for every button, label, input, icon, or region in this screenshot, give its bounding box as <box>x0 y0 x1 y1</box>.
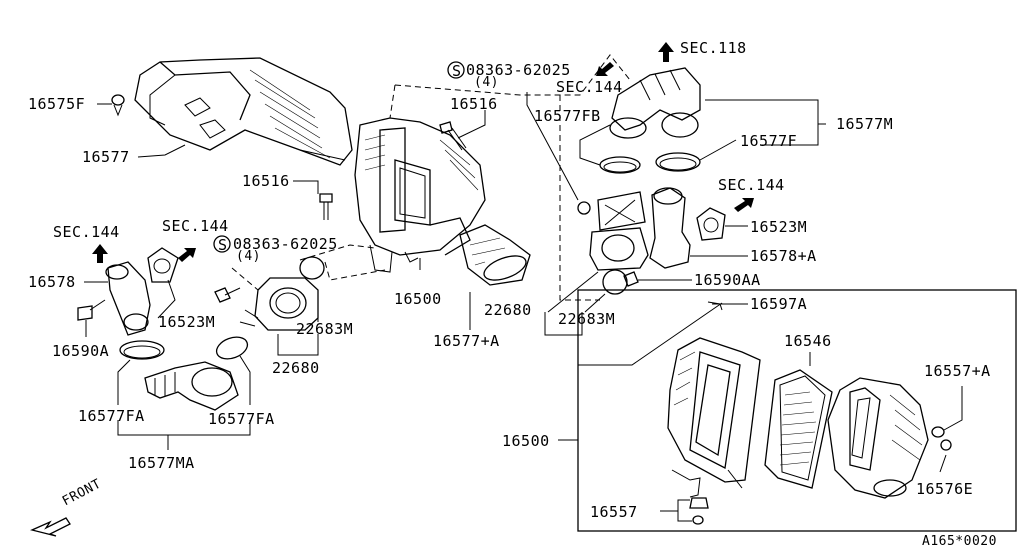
grommet-16557 <box>689 497 709 525</box>
label-sec144-top: SEC.144 <box>556 78 623 96</box>
clamp-16577FB <box>599 156 641 174</box>
label-16590AA: 16590AA <box>694 271 761 289</box>
label-bolt-left-qty: (4) <box>236 249 261 264</box>
label-16597A: 16597A <box>750 295 808 313</box>
label-sec144-right: SEC.144 <box>718 176 785 194</box>
label-bolt-left: 08363-62025 <box>233 235 338 253</box>
intake-snorkel-16577A <box>459 224 531 286</box>
gasket-16523M-left <box>147 247 179 283</box>
screw-left <box>214 287 241 303</box>
grommet-16557A <box>931 426 945 438</box>
label-16577: 16577 <box>82 148 130 166</box>
pipe-16578 <box>105 261 151 336</box>
screw-symbol-letter-left: S <box>218 236 228 254</box>
screw-right <box>577 201 591 215</box>
label-16578A: 16578+A <box>750 247 817 265</box>
label-sec118: SEC.118 <box>680 39 747 57</box>
dash-top <box>394 54 631 96</box>
hose-16577M <box>609 67 701 139</box>
label-16516-upper: 16516 <box>450 95 498 113</box>
label-16575F: 16575F <box>28 95 86 113</box>
hose-16577MA <box>144 361 239 411</box>
label-22680-right: 22680 <box>484 301 532 319</box>
clip-16575F <box>111 94 125 117</box>
screw-symbol-icon-left <box>213 235 231 253</box>
label-16557A: 16557+A <box>924 362 991 380</box>
maf-sensor-22680-right <box>589 191 649 295</box>
air-cleaner-16500 <box>354 117 486 273</box>
label-16557: 16557 <box>590 503 638 521</box>
pipe-16578A <box>649 187 691 269</box>
label-16577A: 16577+A <box>433 332 500 350</box>
label-22683M-right: 22683M <box>558 310 616 328</box>
label-bolt-top-qty: (4) <box>474 75 499 90</box>
label-16546: 16546 <box>784 332 832 350</box>
label-sec144-mid: SEC.144 <box>162 217 229 235</box>
label-16500-detail: 16500 <box>502 432 550 450</box>
arrow-sec118 <box>658 42 674 62</box>
label-16577MA: 16577MA <box>128 454 195 472</box>
gasket-16523M-right <box>696 207 726 241</box>
clamp-16577F <box>655 152 701 172</box>
clamp-16577FA-right <box>215 336 249 360</box>
label-22680-left: 22680 <box>272 359 320 377</box>
label-figure-reference: A165*0020 <box>922 534 997 549</box>
label-16577M: 16577M <box>836 115 894 133</box>
clip-16597A <box>707 301 723 311</box>
clip-16576E <box>940 439 952 451</box>
screw-symbol-icon-top <box>447 61 465 79</box>
bolt-16590A <box>77 299 106 321</box>
label-16500-main: 16500 <box>394 290 442 308</box>
label-16577F: 16577F <box>740 132 798 150</box>
arrow-sec144-top <box>596 62 614 76</box>
bolt-16516-lower <box>319 193 333 220</box>
label-16577FB: 16577FB <box>534 107 601 125</box>
lower-case <box>667 337 761 498</box>
screw-symbol-letter-top: S <box>452 62 462 80</box>
air-duct-16577 <box>134 57 353 166</box>
label-16578: 16578 <box>28 273 76 291</box>
label-16576E: 16576E <box>916 480 974 498</box>
label-16523M-right: 16523M <box>750 218 808 236</box>
arrow-sec144-left <box>92 244 108 263</box>
arrow-sec144-mid <box>178 248 196 262</box>
bolt-16590AA <box>623 271 639 287</box>
label-bolt-top: 08363-62025 <box>466 61 571 79</box>
label-sec144-left: SEC.144 <box>53 223 120 241</box>
label-16523M-left: 16523M <box>158 313 216 331</box>
arrow-sec144-right <box>734 198 754 212</box>
leader-lines <box>84 92 963 522</box>
front-arrow-icon <box>30 517 71 537</box>
label-22683M-left: 22683M <box>296 320 354 338</box>
label-16516-lower: 16516 <box>242 172 290 190</box>
label-16590A: 16590A <box>52 342 110 360</box>
filter-element-16546 <box>764 369 833 489</box>
label-16577FA-left: 16577FA <box>78 407 145 425</box>
upper-cover <box>827 377 929 499</box>
clamp-16577FA-left <box>119 340 165 360</box>
detail-box <box>577 289 1017 532</box>
label-16577FA-right: 16577FA <box>208 410 275 428</box>
